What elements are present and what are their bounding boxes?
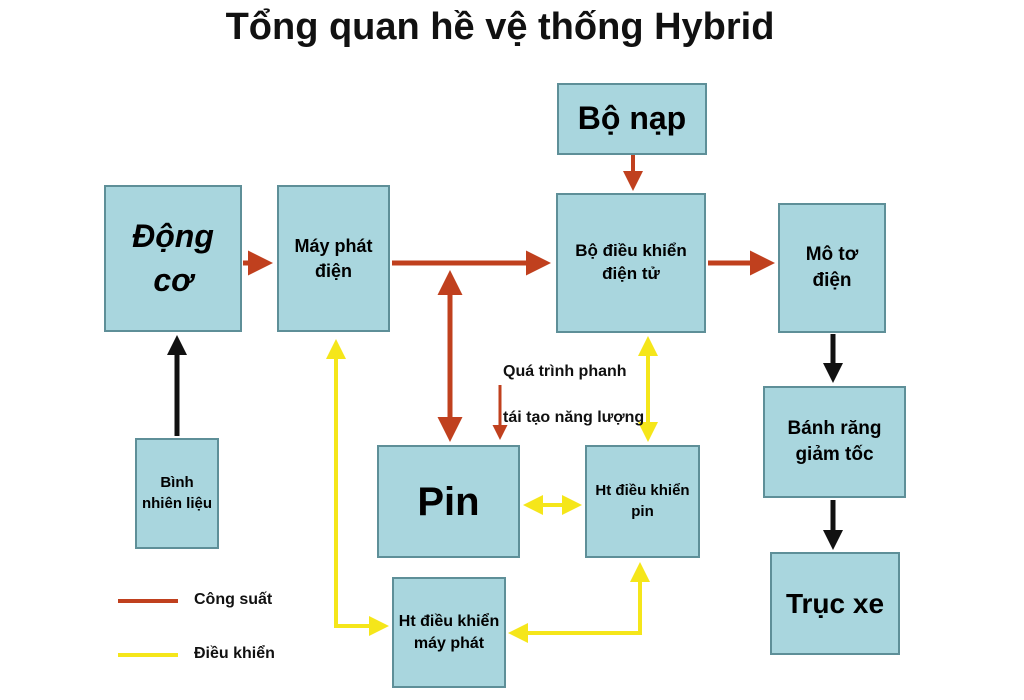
- regen-braking-label-line1: Quá trình phanh: [503, 363, 627, 380]
- arrow-ht-may-phat-to-may-phat: [326, 339, 389, 636]
- box-pin: Pin: [377, 445, 520, 558]
- box-bo-dieu-khien-dien-tu: Bộ điều khiển điện tử: [556, 193, 706, 333]
- box-ht-dieu-khien-may-phat: Ht điều khiển máy phát: [392, 577, 506, 688]
- legend-power-label: Công suất: [194, 591, 273, 608]
- box-mo-to-dien: Mô tơ điện: [778, 203, 886, 333]
- diagram-title: Tổng quan hề vệ thống Hybrid: [225, 6, 775, 48]
- box-truc-xe: Trục xe: [770, 552, 900, 655]
- regen-braking-label-line2: tái tạo năng lượng: [503, 409, 645, 426]
- box-banh-rang-giam-toc: Bánh răng giảm tốc: [763, 386, 906, 498]
- box-bo-nap: Bộ nạp: [557, 83, 707, 155]
- box-may-phat-dien: Máy phát điện: [277, 185, 390, 332]
- box-dong-co: Động cơ: [104, 185, 242, 332]
- arrow-ht-pin-to-ht-may-phat: [508, 562, 650, 643]
- box-ht-dieu-khien-pin: Ht điều khiển pin: [585, 445, 700, 558]
- box-binh-nhien-lieu: Bình nhiên liệu: [135, 438, 219, 549]
- legend-control-label: Điều khiển: [194, 645, 275, 662]
